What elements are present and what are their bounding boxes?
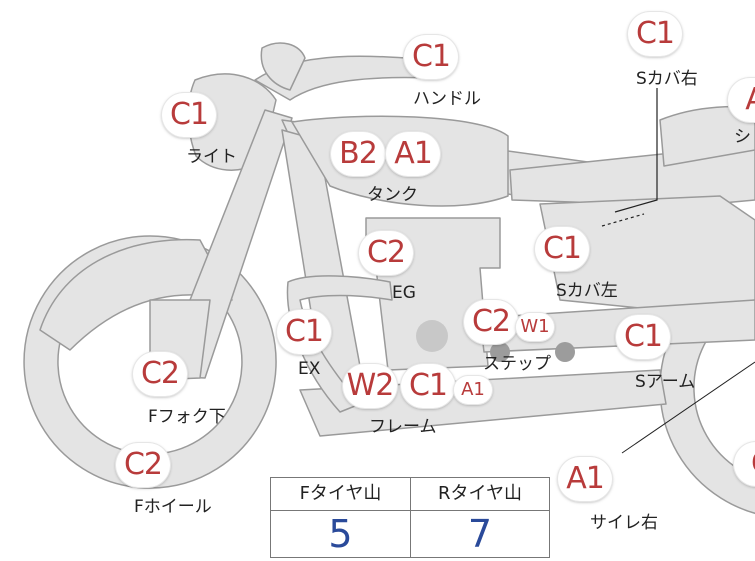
label-side-cover-left: Sカバ左 [556, 281, 618, 301]
grade-badge-front-fork: C2 [133, 352, 187, 396]
label-side-cover-right: Sカバ右 [636, 69, 698, 89]
grade-badge-side-cover-right: C1 [628, 12, 682, 56]
label-tank: タンク [367, 185, 418, 205]
front-tread-value: 5 [328, 512, 353, 556]
grade-badge-swing-arm: C1 [616, 315, 670, 359]
side-cover-shape [539, 195, 755, 313]
grade-badge-engine: C2 [359, 231, 413, 275]
label-step: ステップ [483, 354, 551, 374]
rear-tread-value: 7 [467, 512, 493, 556]
grade-badge-front-wheel: C2 [116, 443, 170, 487]
label-light: ライト [186, 147, 237, 167]
leader-line-scover-r [614, 88, 658, 213]
grade-badge-tank-b2: B2 [331, 132, 385, 176]
label-swing-arm: Sアーム [635, 372, 696, 392]
label-exhaust: EX [298, 359, 321, 379]
grade-badge-side-cover-left: C1 [535, 227, 589, 271]
front-tread-header: Fタイヤ山 [271, 478, 410, 511]
grade-badge-frame-c1: C1 [401, 364, 455, 408]
label-front-wheel: Fホイール [134, 497, 212, 517]
grade-badge-step-w1: W1 [516, 313, 554, 341]
label-muffler-right: サイレ右 [590, 513, 658, 533]
grade-badge-rear-partial: C [734, 442, 755, 486]
label-engine: EG [392, 283, 416, 303]
label-front-fork: Fフォク下 [148, 407, 226, 427]
grade-badge-handle: C1 [404, 35, 458, 79]
grade-badge-frame-w2: W2 [343, 364, 397, 408]
rear-tread-header: Rタイヤ山 [411, 478, 549, 511]
table-divider [410, 478, 411, 557]
label-frame: フレーム [369, 417, 437, 437]
label-handle: ハンドル [413, 89, 481, 109]
grade-badge-step-c2: C2 [464, 300, 518, 344]
grade-badge-light: C1 [162, 93, 216, 137]
grade-badge-tank-a1: A1 [386, 132, 440, 176]
grade-badge-exhaust: C1 [277, 310, 331, 354]
leader-line-muffler-r [621, 361, 755, 454]
mirror-shape [260, 42, 306, 91]
grade-badge-muffler-right: A1 [558, 457, 612, 501]
label-seat: シ [734, 127, 751, 147]
tire-tread-table: Fタイヤ山 Rタイヤ山 5 7 [270, 477, 550, 558]
grade-badge-frame-a1: A1 [454, 376, 492, 404]
